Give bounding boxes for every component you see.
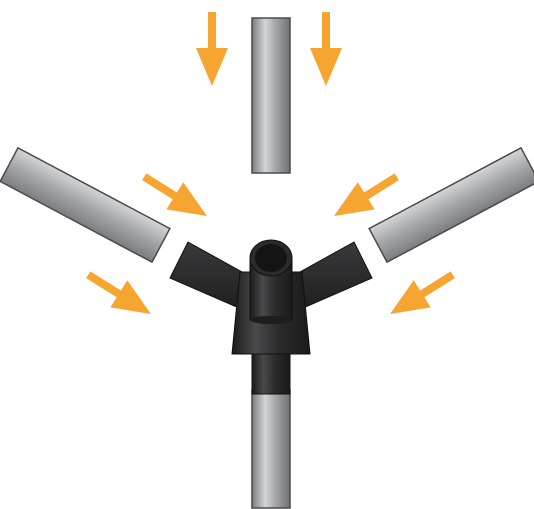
- arrow-mid-right: [334, 173, 399, 216]
- arrow-top-right: [310, 12, 342, 86]
- arrow-mid-left: [142, 173, 207, 216]
- arrow-low-right: [390, 271, 455, 314]
- top-tube: [251, 17, 291, 174]
- arrow-top-left: [196, 12, 228, 86]
- bottom-tube: [251, 389, 291, 509]
- arrow-low-left: [86, 271, 151, 314]
- left-tube: [0, 146, 171, 264]
- right-tube: [368, 146, 534, 264]
- three-way-connector-icon: [169, 239, 373, 395]
